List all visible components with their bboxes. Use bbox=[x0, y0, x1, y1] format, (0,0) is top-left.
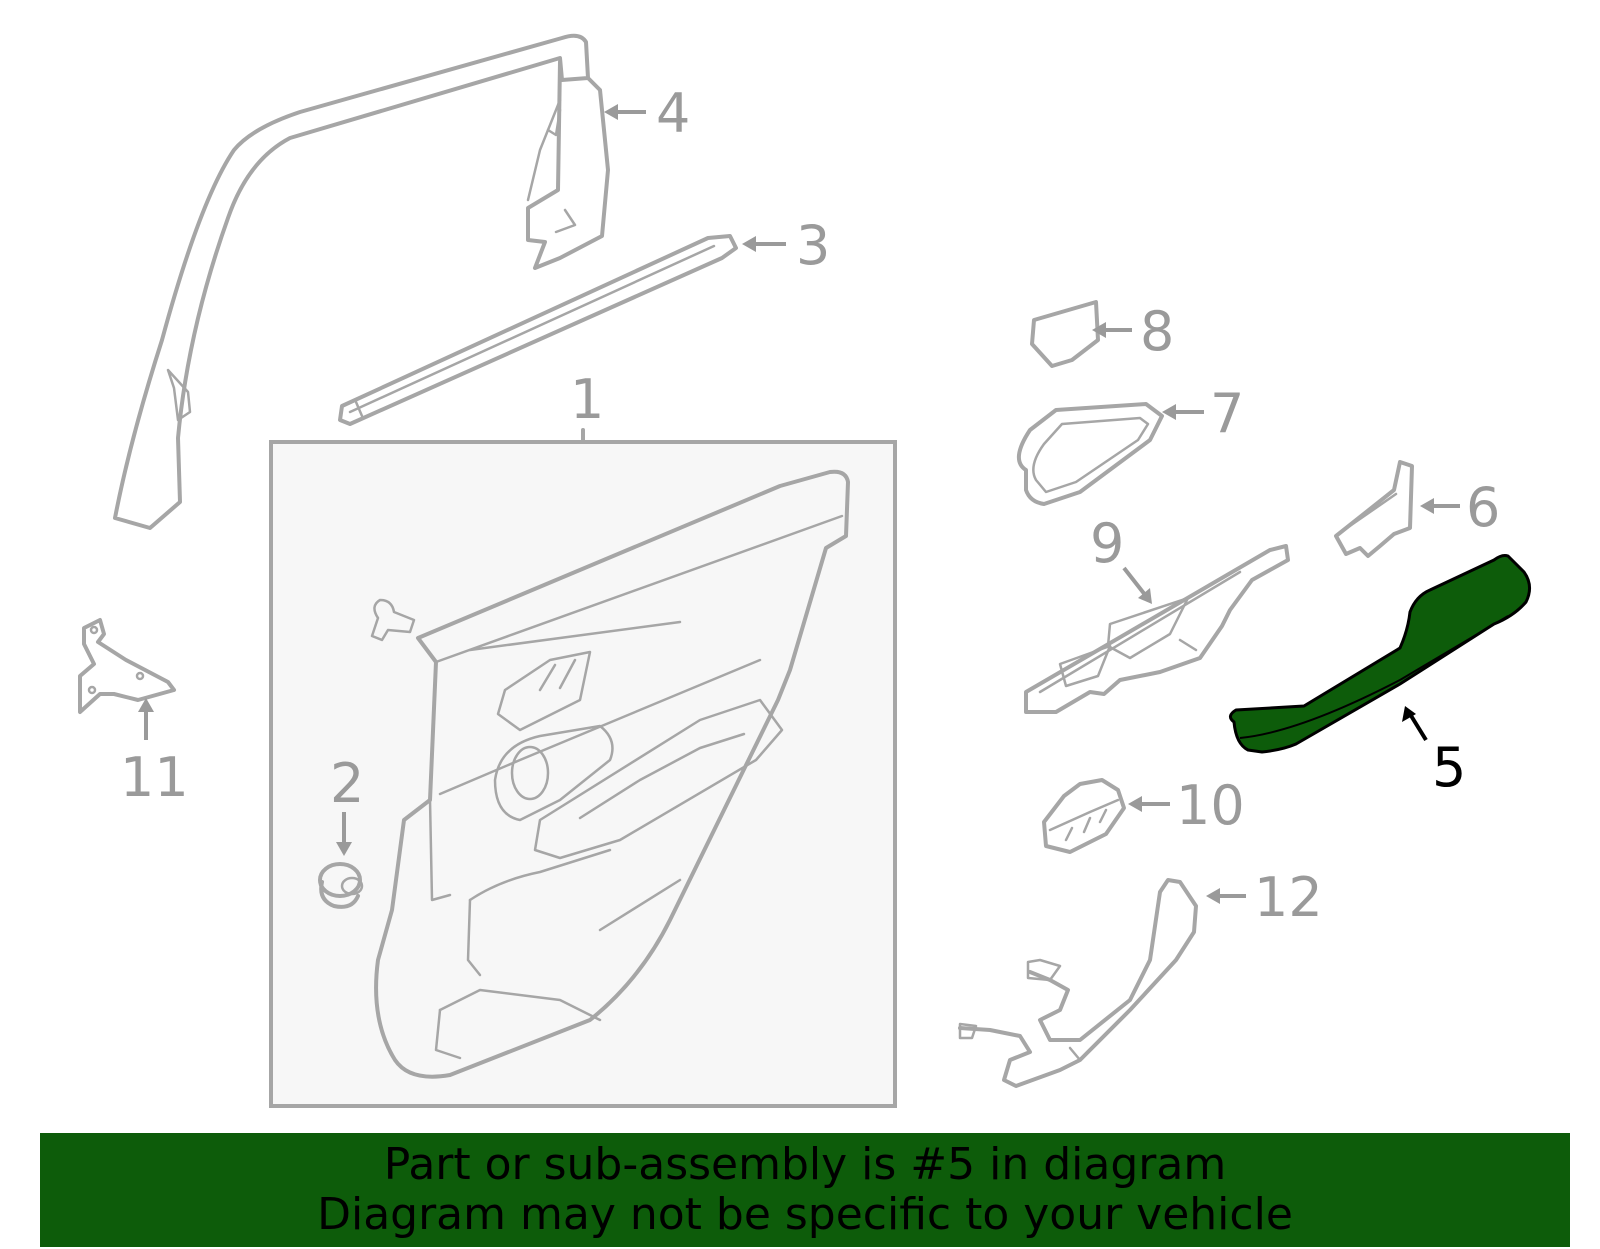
callout-3: 3 bbox=[796, 214, 830, 277]
callout-2: 2 bbox=[330, 752, 364, 815]
part-12-wire-harness bbox=[958, 878, 1198, 1088]
callout-11: 11 bbox=[120, 746, 189, 809]
callout-leaders bbox=[138, 104, 1460, 904]
armrest-shape bbox=[1229, 554, 1531, 754]
callout-9: 9 bbox=[1090, 512, 1124, 575]
banner-line-1: Part or sub-assembly is #5 in diagram bbox=[383, 1139, 1227, 1190]
callout-6: 6 bbox=[1466, 476, 1500, 539]
part-2-push-clip bbox=[318, 862, 364, 909]
info-banner: Part or sub-assembly is #5 in diagram Di… bbox=[40, 1133, 1570, 1247]
part-10-switch bbox=[1042, 778, 1126, 854]
part-9-switch-panel bbox=[1024, 544, 1290, 714]
part-7-handle-bezel bbox=[1017, 402, 1164, 506]
callout-12: 12 bbox=[1254, 866, 1323, 929]
callout-7: 7 bbox=[1210, 382, 1244, 445]
part-1-door-trim-panel bbox=[269, 428, 897, 1108]
part-5-armrest-highlighted bbox=[1229, 554, 1531, 754]
callout-1: 1 bbox=[570, 368, 604, 431]
callout-8: 8 bbox=[1140, 300, 1174, 363]
callout-10: 10 bbox=[1176, 774, 1245, 837]
part-4-sash-frame bbox=[113, 33, 610, 530]
part-3-belt-weatherstrip bbox=[338, 234, 738, 426]
callout-labels: 4 3 1 8 7 6 9 5 10 12 2 11 bbox=[120, 82, 1500, 929]
part-8-trim-cover bbox=[1030, 300, 1100, 368]
part-11-bracket bbox=[78, 618, 176, 714]
part-6-small-bracket bbox=[1334, 460, 1414, 558]
banner-line-2: Diagram may not be specific to your vehi… bbox=[317, 1189, 1293, 1240]
callout-4: 4 bbox=[656, 82, 690, 145]
callout-5: 5 bbox=[1432, 736, 1466, 799]
